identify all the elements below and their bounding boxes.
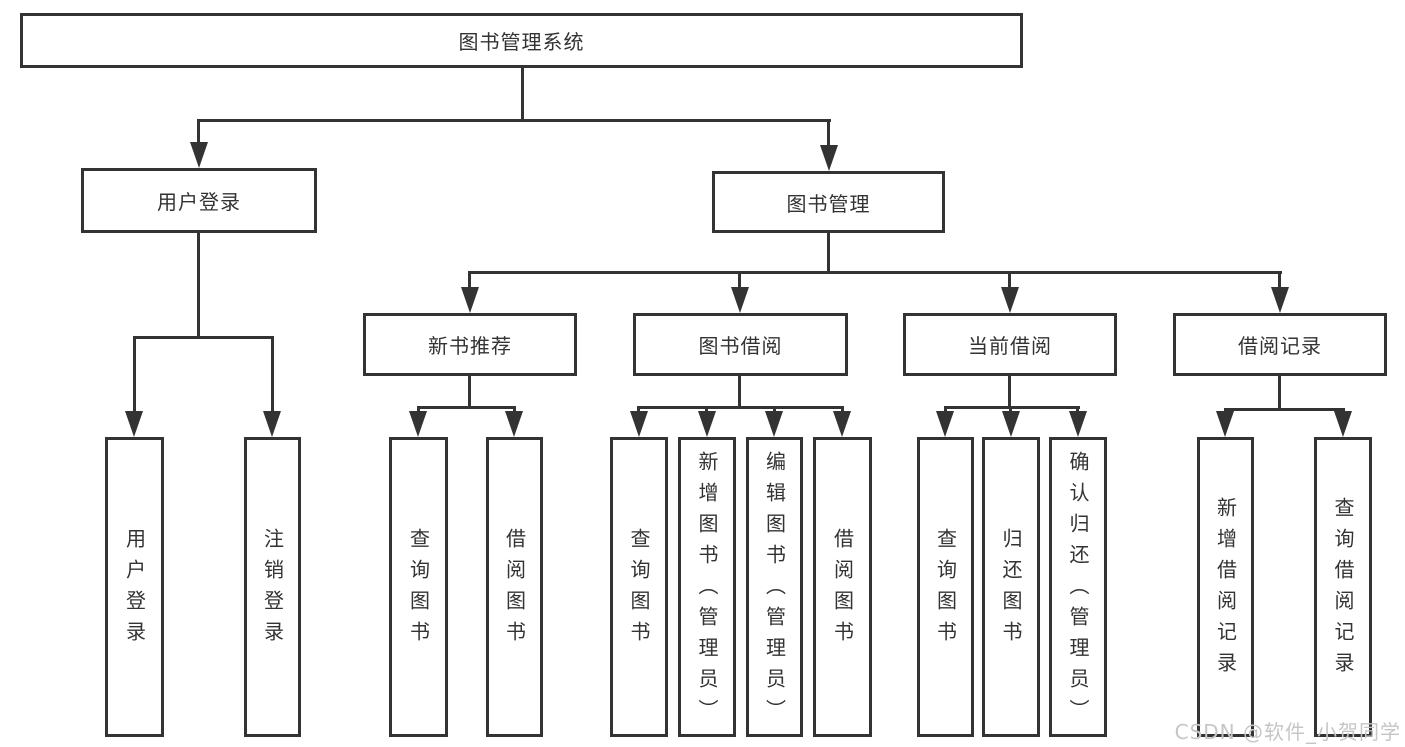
node-leaf-add-borrow-record: 新增借阅记录 [1197, 437, 1254, 737]
connector-current-leaf3-shaft [1076, 406, 1079, 414]
node-leaf-confirm-return-admin: 确认归还（管理员） [1049, 437, 1107, 737]
node-leaf-edit-book-admin: 编辑图书（管理员） [746, 437, 803, 737]
arrow-root-to-user-icon [190, 142, 208, 168]
connector-recommend-leaf2-shaft [513, 406, 516, 414]
connector-current-branch [944, 406, 1080, 409]
arrow-borrow-leaf1-icon [630, 411, 648, 437]
connector-user-leaf1-shaft [133, 336, 136, 414]
arrow-borrow-leaf3-icon [765, 411, 783, 437]
node-current-borrow: 当前借阅 [903, 313, 1117, 376]
node-leaf-borrow-books: 借阅图书 [813, 437, 872, 737]
connector-borrow-leaf1-shaft [637, 406, 640, 414]
connector-borrow-leaf3-shaft [773, 406, 776, 414]
arrow-user-leaf2-icon [263, 411, 281, 437]
node-leaf-logout: 注销登录 [244, 437, 301, 737]
connector-borrow-branch [637, 406, 844, 409]
arrow-book-l3a-icon [461, 287, 479, 313]
node-leaf-user-login: 用户登录 [105, 437, 164, 737]
connector-records-branch [1224, 408, 1345, 411]
connector-borrow-leaf2-shaft [705, 406, 708, 414]
connector-current-leaf1-shaft [944, 406, 947, 414]
connector-recommend-stub [468, 376, 471, 409]
arrow-book-l3b-icon [731, 287, 749, 313]
connector-book-stub [827, 233, 830, 274]
connector-recommend-branch [417, 406, 516, 409]
node-leaf-query-books-current: 查询图书 [917, 437, 974, 737]
node-new-book-recommend: 新书推荐 [363, 313, 577, 376]
connector-root-to-user-shaft [197, 119, 200, 147]
arrow-current-leaf3-icon [1069, 411, 1087, 437]
arrow-book-l3c-icon [1001, 287, 1019, 313]
arrow-recommend-leaf1-icon [409, 411, 427, 437]
arrow-borrow-leaf2-icon [698, 411, 716, 437]
arrow-book-l3d-icon [1271, 287, 1289, 313]
node-book-management: 图书管理 [712, 171, 945, 233]
node-root: 图书管理系统 [20, 13, 1023, 68]
node-leaf-borrow-books-recommend: 借阅图书 [486, 437, 543, 737]
arrow-records-leaf1-icon [1216, 411, 1234, 437]
node-leaf-query-borrow-record: 查询借阅记录 [1314, 437, 1372, 737]
arrow-user-leaf1-icon [125, 411, 143, 437]
connector-current-leaf2-shaft [1009, 406, 1012, 414]
connector-records-stub [1278, 376, 1281, 411]
connector-book-l3b-shaft [738, 271, 741, 291]
arrow-records-leaf2-icon [1334, 411, 1352, 437]
arrow-current-leaf1-icon [936, 411, 954, 437]
arrow-current-leaf2-icon [1002, 411, 1020, 437]
node-leaf-query-books-borrow: 查询图书 [610, 437, 668, 737]
connector-book-l3a-shaft [468, 271, 471, 291]
connector-book-l3c-shaft [1008, 271, 1011, 291]
csdn-watermark: CSDN @软件_小贺同学 [1174, 720, 1401, 744]
connector-user-branch [133, 336, 274, 339]
node-leaf-add-book-admin: 新增图书（管理员） [678, 437, 736, 737]
connector-root-to-book-shaft [827, 119, 830, 149]
node-book-borrow: 图书借阅 [633, 313, 848, 376]
arrow-borrow-leaf4-icon [833, 411, 851, 437]
connector-user-leaf2-shaft [271, 336, 274, 414]
connector-root-branch [197, 119, 831, 122]
node-borrow-records: 借阅记录 [1173, 313, 1387, 376]
connector-current-stub [1008, 376, 1011, 409]
arrow-recommend-leaf2-icon [505, 411, 523, 437]
node-leaf-query-books-recommend: 查询图书 [389, 437, 448, 737]
node-leaf-return-book: 归还图书 [982, 437, 1040, 737]
connector-root-stub [521, 68, 524, 119]
connector-book-branch [468, 271, 1282, 274]
connector-recommend-leaf1-shaft [417, 406, 420, 414]
connector-borrow-stub [738, 376, 741, 409]
connector-book-l3d-shaft [1278, 271, 1281, 291]
connector-user-stub [197, 233, 200, 336]
node-user-login: 用户登录 [81, 168, 317, 233]
connector-borrow-leaf4-shaft [841, 406, 844, 414]
arrow-root-to-book-icon [820, 145, 838, 171]
